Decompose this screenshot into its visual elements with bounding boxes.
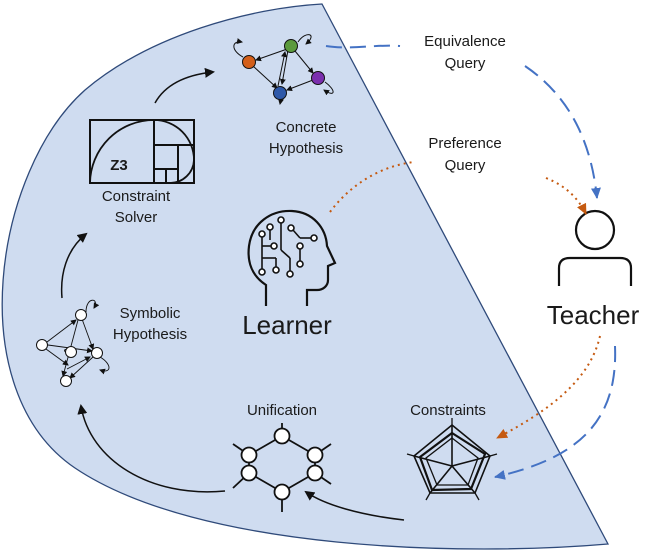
teacher-label: Teacher	[547, 300, 640, 330]
concrete-hypothesis-label-2: Hypothesis	[269, 140, 343, 157]
symbolic-node	[91, 347, 103, 359]
equivalence-query-arrows	[325, 44, 617, 480]
equivalence-query-label-1: Equivalence	[424, 33, 506, 50]
concrete-hypothesis-label-1: Concrete	[276, 119, 337, 136]
constraint-solver-label-2: Solver	[115, 209, 158, 226]
cycle-arrows	[60, 67, 405, 521]
arrow-unification-to-symbolic	[77, 404, 226, 493]
symbolic-node	[65, 346, 77, 358]
symbolic-node	[36, 339, 48, 351]
green-node	[284, 39, 298, 53]
constraints-label: Constraints	[410, 402, 486, 419]
preference-query-label-1: Preference	[428, 135, 501, 152]
arrow-solver-to-concrete	[154, 67, 215, 104]
arrow-symbolic-to-solver	[60, 232, 88, 299]
equivalence-query-label-2: Query	[445, 55, 486, 72]
symbolic-node	[60, 375, 72, 387]
unification-hexagon-icon	[232, 423, 332, 512]
z3-fibonacci-logo	[89, 119, 195, 184]
learner-region	[1, 3, 610, 550]
blue-node	[273, 86, 287, 100]
arrow-constraints-to-unification	[304, 490, 405, 521]
purple-node	[311, 71, 325, 85]
learner-head-icon	[247, 209, 337, 306]
unification-label: Unification	[247, 402, 317, 419]
teacher-person-icon	[557, 209, 633, 286]
preference-query-label-2: Query	[445, 157, 486, 174]
constraints-spider-icon	[406, 418, 498, 501]
symbolic-hypothesis-label-1: Symbolic	[120, 305, 181, 322]
z3-logo-text: Z3	[110, 157, 128, 174]
symbolic-hypothesis-label-2: Hypothesis	[113, 326, 187, 343]
orange-node	[242, 55, 256, 69]
concrete-hypothesis-graph	[233, 34, 334, 105]
constraint-solver-label-1: Constraint	[102, 188, 171, 205]
symbolic-node	[75, 309, 87, 321]
learner-label: Learner	[242, 310, 332, 340]
